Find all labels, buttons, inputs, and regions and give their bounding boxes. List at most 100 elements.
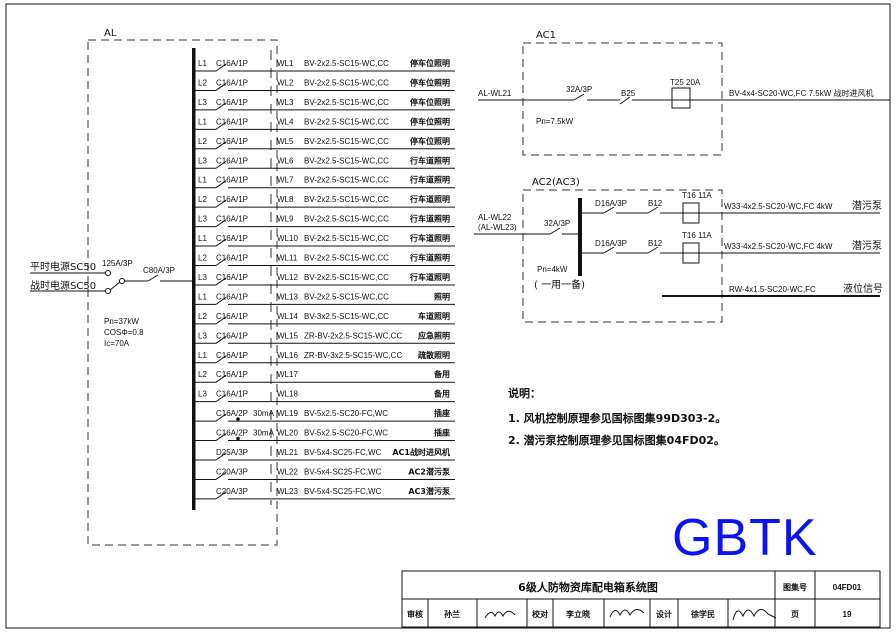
breaker-blade xyxy=(215,394,227,403)
ac1-switch-rating: 32A/3P xyxy=(566,85,592,94)
phase-label: L2 xyxy=(198,312,207,321)
ac1-outgoing: BV-4x4-SC20-WC,FC 7.5kW 战时进风机 xyxy=(729,88,873,98)
reviewer-signature xyxy=(484,610,516,619)
circuit-id: WL17 xyxy=(277,370,298,379)
load-name: AC3潜污泵 xyxy=(408,486,450,496)
load-name: 行车道照明 xyxy=(409,233,450,243)
phase-label: L2 xyxy=(198,370,207,379)
ac2-switch-rating: 32A/3P xyxy=(544,219,570,228)
main-breaker-rating: C80A/3P xyxy=(143,266,175,275)
circuit-id: WL20 xyxy=(277,429,298,438)
atlas-number: 04FD01 xyxy=(833,583,862,592)
cable-spec: BV-2x2.5-SC15-WC,CC xyxy=(304,254,389,263)
breaker-rating: C16A/1P xyxy=(216,98,248,107)
load-name: AC1战时进风机 xyxy=(392,447,450,457)
al-param: Ic=70A xyxy=(104,339,130,348)
ac2-feed: AL-WL22 xyxy=(478,213,512,222)
cable-spec: BV-5x4-SC25-FC,WC xyxy=(304,448,382,457)
branch-load: 潜污泵 xyxy=(852,199,882,212)
rcd-dot xyxy=(236,417,240,421)
load-name: 行车道照明 xyxy=(409,194,450,204)
circuit-id: WL21 xyxy=(277,448,298,457)
phase-label: L2 xyxy=(198,195,207,204)
circuit-id: WL23 xyxy=(277,487,298,496)
ac2-note: ( 一用一备) xyxy=(534,278,585,291)
load-name: 停车位照明 xyxy=(410,116,450,126)
input-war-label: 战时电源SC50 xyxy=(30,279,96,292)
ac1-switch xyxy=(573,93,585,101)
drawing-title: 6级人防物资库配电箱系统图 xyxy=(518,580,658,594)
load-name: 停车位照明 xyxy=(410,77,450,87)
breaker-rating: C16A/1P xyxy=(216,312,248,321)
al-param: Pn=37kW xyxy=(104,317,139,326)
notes-title: 说明： xyxy=(508,386,541,400)
branch-contactor xyxy=(647,206,659,214)
circuit-id: WL18 xyxy=(277,390,298,399)
circuit-id: WL7 xyxy=(277,176,294,185)
load-name: AC2潜污泵 xyxy=(408,466,450,476)
watermark-logo: GBTK xyxy=(672,509,818,567)
breaker-blade xyxy=(215,180,227,189)
cable-spec: BV-2x2.5-SC15-WC,CC xyxy=(304,292,389,301)
breaker-rating: C16A/1P xyxy=(216,351,248,360)
ac1-contactor xyxy=(619,96,631,105)
signal-cable: RW-4x1.5-SC20-WC,FC xyxy=(729,285,816,294)
breaker-rating: C16A/1P xyxy=(216,117,248,126)
breaker-blade xyxy=(215,433,227,441)
circuit-id: WL12 xyxy=(277,273,298,282)
switch-contact xyxy=(119,278,125,284)
load-name: 插座 xyxy=(434,428,450,438)
breaker-rating: C16A/1P xyxy=(216,331,248,340)
breaker-rating: C16A/1P xyxy=(216,137,248,146)
ac2-feed-alt: (AL-WL23) xyxy=(478,223,517,232)
breaker-blade xyxy=(215,219,227,228)
load-name: 行车道照明 xyxy=(409,253,450,263)
breaker-rating: C16A/1P xyxy=(216,215,248,224)
breaker-blade xyxy=(215,83,227,91)
cable-spec: BV-2x2.5-SC15-WC,CC xyxy=(304,98,389,107)
drawing-border xyxy=(5,3,891,629)
ac2-busbar xyxy=(578,198,582,276)
phase-label: L1 xyxy=(198,176,207,185)
breaker-blade xyxy=(215,121,227,130)
breaker-rating: C16A/1P xyxy=(216,273,248,282)
ac2-box xyxy=(522,189,723,323)
ac1-power: Pn=7.5kW xyxy=(536,117,574,126)
branch-breaker xyxy=(603,246,615,254)
page-label: 页 xyxy=(791,610,799,619)
load-name: 疏散照明 xyxy=(418,350,450,360)
design-label: 设计 xyxy=(656,609,672,619)
breaker-rating: C16A/2P xyxy=(216,429,248,438)
load-name: 备用 xyxy=(433,389,450,399)
circuit-id: WL13 xyxy=(277,292,298,301)
breaker-rating: C16A/1P xyxy=(216,254,248,263)
checker-name: 李立晓 xyxy=(565,609,590,619)
phase-label: L2 xyxy=(198,137,207,146)
cable-spec: BV-2x2.5-SC15-WC,CC xyxy=(304,234,389,243)
ac2-power: Pn=4kW xyxy=(537,265,568,274)
breaker-blade xyxy=(215,316,227,325)
breaker-blade xyxy=(215,472,227,480)
phase-label: L3 xyxy=(198,390,207,399)
title-block: 6级人防物资库配电箱系统图 图集号 04FD01 审核 孙兰 校对 李立晓 设计… xyxy=(401,570,881,628)
load-name: 备用 xyxy=(433,369,450,379)
rcd-rating: 30mA xyxy=(253,429,275,438)
breaker-blade xyxy=(215,277,227,286)
load-name: 车道照明 xyxy=(418,311,450,321)
breaker-blade xyxy=(215,374,227,383)
load-name: 停车位照明 xyxy=(410,136,450,146)
breaker-rating: C20A/3P xyxy=(216,487,248,496)
phase-label: L2 xyxy=(198,78,207,87)
cable-spec: BV-2x2.5-SC15-WC,CC xyxy=(304,117,389,126)
